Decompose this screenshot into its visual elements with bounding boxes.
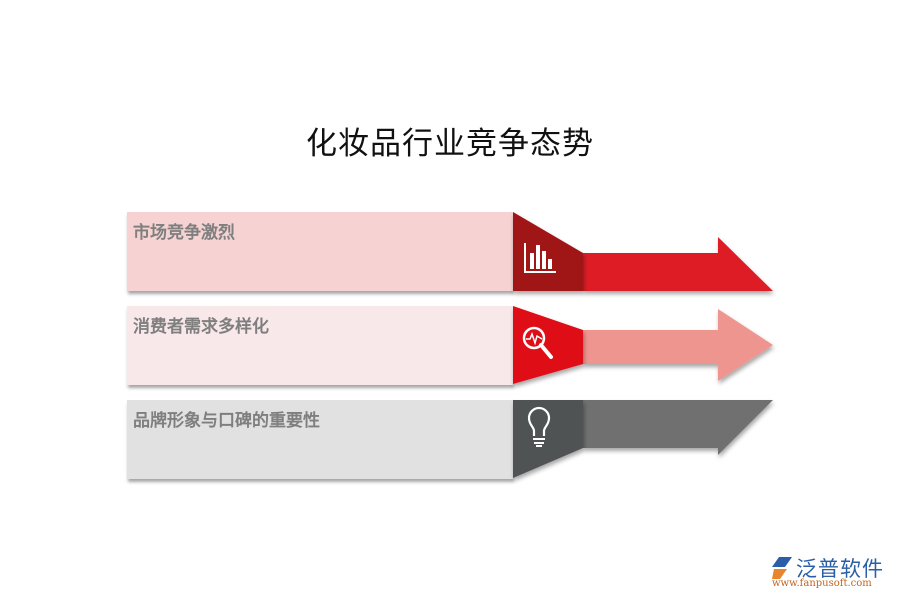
row-label: 市场竞争激烈 [133, 223, 235, 243]
logo-mark-icon [772, 557, 792, 579]
row1-arrow [513, 212, 773, 291]
row-box-consumer-demand: 消费者需求多样化 [127, 306, 513, 385]
bar-chart-icon [524, 243, 556, 273]
magnifier-pulse-icon [522, 326, 553, 359]
diagram-title: 化妆品行业竞争态势 [306, 126, 594, 162]
logo-url-text: www.fanpusoft.com [772, 578, 872, 589]
lightbulb-icon [527, 406, 551, 447]
row2-arrow [513, 306, 773, 384]
fanpusoft-logo: 泛普软件 www.fanpusoft.com [770, 553, 895, 593]
row-label: 消费者需求多样化 [133, 317, 269, 337]
row3-arrow [513, 400, 773, 478]
row-box-brand-image: 品牌形象与口碑的重要性 [127, 400, 513, 479]
row-box-market-competition: 市场竞争激烈 [127, 212, 513, 291]
row-label: 品牌形象与口碑的重要性 [133, 411, 320, 431]
logo-brand-text: 泛普软件 [796, 557, 884, 581]
